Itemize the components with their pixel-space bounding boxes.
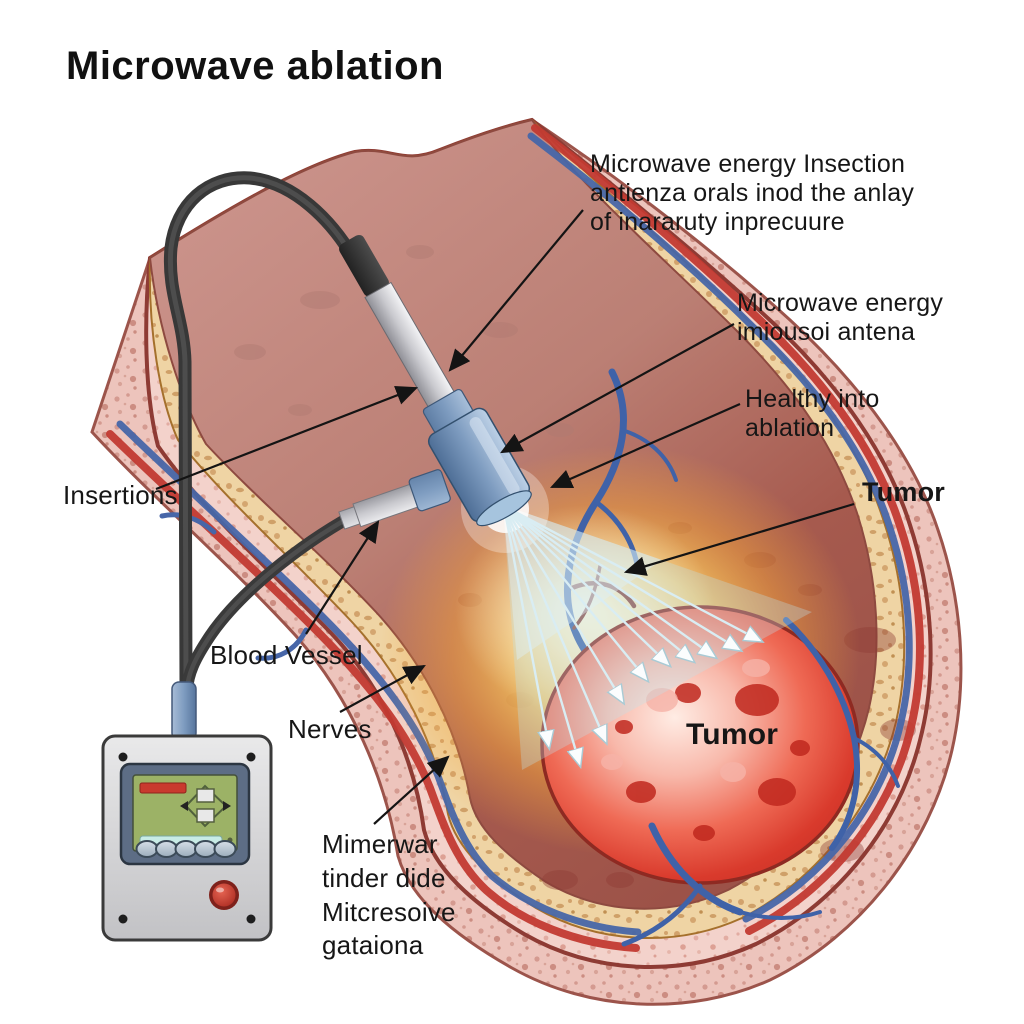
label-energy-antenna: Microwave energy imiousoi antena bbox=[737, 289, 944, 346]
generator-buttons[interactable] bbox=[135, 840, 237, 858]
vessel-cross-section bbox=[90, 117, 963, 1006]
leader-energy-insertion bbox=[448, 209, 584, 372]
page-title: Microwave ablation bbox=[66, 44, 444, 88]
screen-up-down-arrows-icon bbox=[180, 784, 231, 828]
artery-right-wall bbox=[531, 124, 924, 935]
label-energy-insertion: Microwave energy Insection antienza oral… bbox=[590, 150, 915, 236]
probe-emitter-tip bbox=[476, 490, 532, 527]
probe-handle bbox=[339, 234, 389, 297]
generator-screws bbox=[118, 752, 256, 924]
leader-insertion bbox=[155, 385, 419, 491]
screen-status-bar bbox=[139, 782, 187, 794]
leader-tumor bbox=[623, 502, 855, 576]
label-healthy-ablation: Healthy into ablation bbox=[745, 385, 880, 442]
label-generator: Mimerwar tinder dide Mitcresoive gataion… bbox=[322, 829, 456, 961]
label-insertion: Insertions bbox=[63, 480, 178, 510]
energy-rays bbox=[502, 504, 761, 765]
leader-nerves bbox=[339, 664, 426, 713]
tissue-blotches-upper bbox=[234, 245, 574, 437]
leader-lines bbox=[155, 209, 855, 825]
label-blood-vessel: Blood Vessel bbox=[210, 640, 363, 670]
power-button[interactable] bbox=[209, 880, 239, 910]
leader-generator bbox=[373, 755, 450, 825]
leader-healthy-ablation bbox=[549, 402, 741, 489]
peritumoral-veins bbox=[621, 617, 900, 947]
leader-blood-vessel bbox=[305, 520, 380, 635]
microwave-antenna-probe bbox=[339, 234, 532, 527]
label-tumor-callout: Tumor bbox=[862, 477, 945, 507]
vein-right-wall bbox=[527, 132, 913, 923]
label-tumor-inline: Tumor bbox=[686, 718, 779, 751]
label-nerves: Nerves bbox=[288, 714, 372, 744]
probe-side-port bbox=[338, 469, 451, 530]
generator-connector bbox=[171, 681, 197, 741]
leader-energy-antenna bbox=[500, 323, 735, 454]
generator-unit bbox=[101, 681, 273, 942]
